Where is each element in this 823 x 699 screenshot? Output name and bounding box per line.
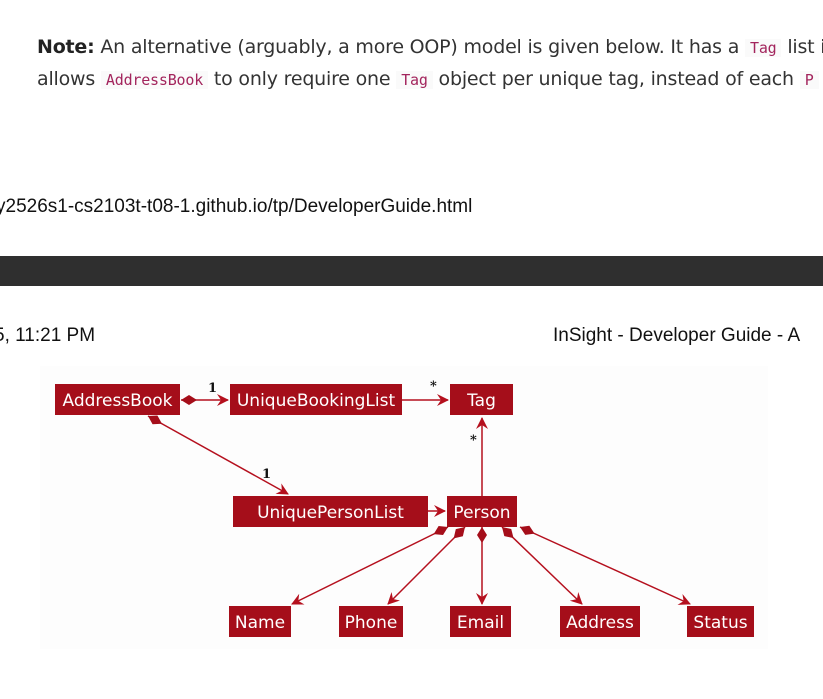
note-text: An alternative (arguably, a more OOP) mo… — [94, 36, 745, 58]
multiplicity-tag-person: * — [470, 433, 477, 448]
node-name: Name — [229, 606, 291, 637]
code-addressbook: AddressBook — [100, 71, 209, 89]
print-title: InSight - Developer Guide - A — [553, 325, 801, 346]
edge-person-phone — [387, 526, 466, 605]
class-diagram: 1 * * 1 AddressBook UniqueBookingList Ta… — [40, 366, 768, 649]
print-date: 5, 11:21 PM — [0, 325, 96, 346]
node-uniquebookinglist: UniqueBookingList — [230, 384, 402, 415]
node-addressbook: AddressBook — [55, 384, 180, 415]
node-label: Status — [693, 613, 747, 633]
multiplicity-bookinglist: 1 — [208, 381, 217, 396]
page-url[interactable]: y2526s1-cs2103t-t08-1.github.io/tp/Devel… — [0, 196, 473, 217]
note-label: Note: — [37, 36, 95, 58]
note-text: allows — [37, 68, 101, 90]
edge-addressbook-personlist — [147, 415, 289, 495]
node-label: Address — [566, 613, 634, 633]
node-tag: Tag — [450, 384, 513, 415]
multiplicity-tag-booking: * — [430, 379, 437, 394]
node-label: Person — [453, 503, 510, 523]
edge-person-name — [291, 526, 449, 605]
node-label: UniquePersonList — [257, 503, 404, 523]
node-label: AddressBook — [62, 391, 172, 411]
page-break-bar — [0, 256, 823, 286]
node-label: UniqueBookingList — [237, 391, 396, 411]
note-text: list in — [787, 36, 823, 58]
note-text: object per unique tag, instead of each — [432, 68, 800, 90]
node-label: Tag — [466, 391, 496, 411]
code-tag: Tag — [396, 71, 433, 89]
node-status: Status — [687, 606, 754, 637]
node-phone: Phone — [339, 606, 403, 637]
node-label: Phone — [345, 613, 398, 633]
node-email: Email — [450, 606, 511, 637]
multiplicity-personlist: 1 — [262, 467, 271, 482]
code-person-cut: P — [799, 71, 819, 89]
code-tag: Tag — [744, 39, 782, 57]
node-label: Email — [457, 613, 504, 633]
class-diagram-svg: 1 * * 1 AddressBook UniqueBookingList Ta… — [55, 379, 754, 637]
edge-person-address — [501, 526, 583, 605]
node-person: Person — [447, 496, 517, 527]
note-line-2: allows AddressBook to only require one T… — [37, 68, 819, 90]
note-line-1: Note: An alternative (arguably, a more O… — [37, 36, 823, 58]
note-text: to only require one — [208, 68, 397, 90]
node-uniquepersonlist: UniquePersonList — [233, 496, 428, 527]
edge-person-status — [519, 525, 691, 605]
node-address: Address — [560, 606, 640, 637]
node-label: Name — [235, 613, 285, 633]
